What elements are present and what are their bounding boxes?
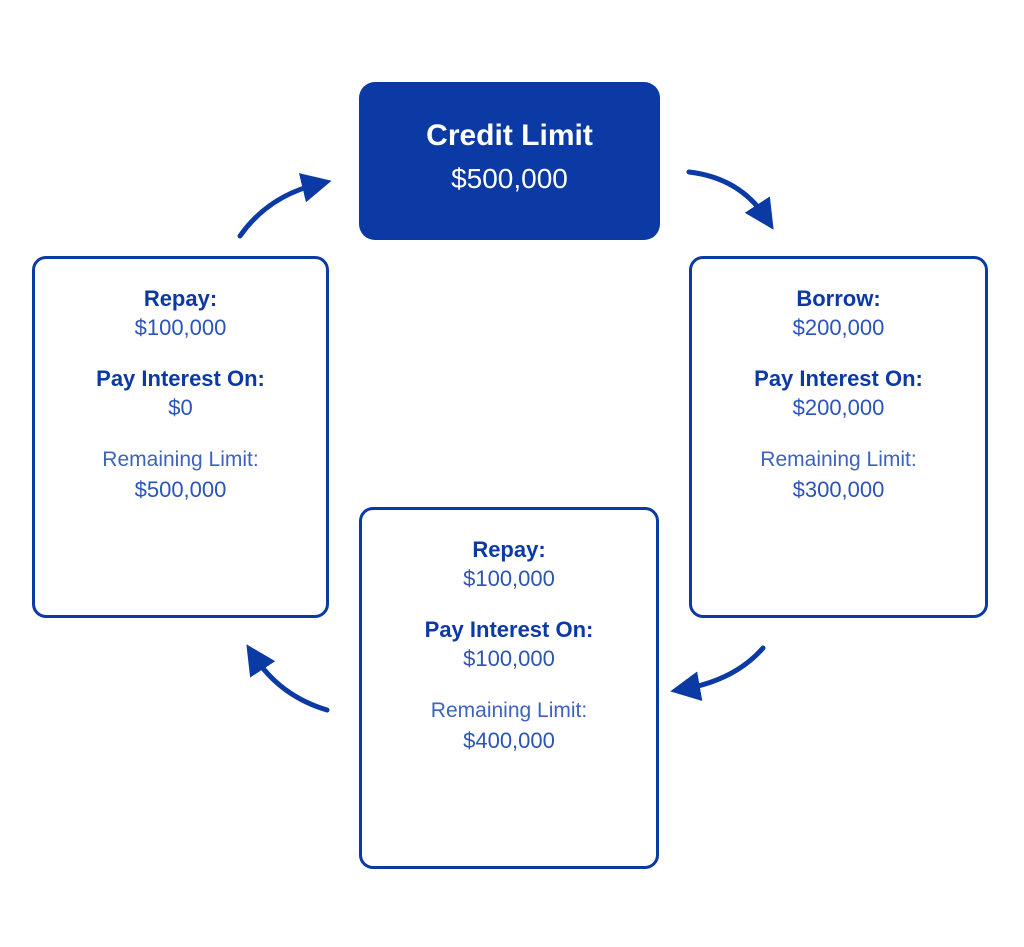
credit-limit-box: Credit Limit $500,000	[359, 82, 660, 240]
remaining-group: Remaining Limit: $300,000	[692, 445, 985, 505]
repay-group: Repay: $100,000	[362, 536, 656, 594]
remaining-label: Remaining Limit:	[430, 699, 588, 722]
interest-label: Pay Interest On:	[96, 366, 265, 391]
interest-amount: $100,000	[463, 646, 555, 671]
interest-group: Pay Interest On: $200,000	[692, 365, 985, 423]
remaining-amount: $300,000	[792, 477, 885, 502]
remaining-group: Remaining Limit: $400,000	[362, 696, 656, 756]
interest-group: Pay Interest On: $0	[35, 365, 326, 423]
interest-amount: $200,000	[792, 395, 885, 420]
interest-label: Pay Interest On:	[424, 617, 594, 642]
curved-arrow-icon	[237, 173, 332, 239]
borrow-group: Borrow: $200,000	[692, 285, 985, 343]
repay-amount: $100,000	[134, 315, 227, 340]
curved-arrow-icon	[686, 169, 774, 230]
full-repay-step-card: Repay: $100,000 Pay Interest On: $0 Rema…	[32, 256, 329, 618]
borrow-label: Borrow:	[796, 286, 881, 311]
remaining-group: Remaining Limit: $500,000	[35, 445, 326, 505]
borrow-amount: $200,000	[792, 315, 885, 340]
repay-label: Repay:	[143, 286, 218, 311]
interest-amount: $0	[168, 395, 193, 420]
curved-arrow-icon	[246, 644, 330, 713]
interest-label: Pay Interest On:	[754, 366, 923, 391]
remaining-label: Remaining Limit:	[102, 448, 259, 471]
borrow-step-card: Borrow: $200,000 Pay Interest On: $200,0…	[689, 256, 988, 618]
repay-label: Repay:	[472, 537, 546, 562]
repay-group: Repay: $100,000	[35, 285, 326, 343]
interest-group: Pay Interest On: $100,000	[362, 616, 656, 674]
remaining-label: Remaining Limit:	[760, 448, 917, 471]
credit-limit-value: $500,000	[451, 163, 568, 194]
remaining-amount: $500,000	[134, 477, 227, 502]
credit-limit-title: Credit Limit	[426, 119, 593, 152]
curved-arrow-icon	[670, 645, 766, 701]
repay-amount: $100,000	[463, 566, 555, 591]
partial-repay-step-card: Repay: $100,000 Pay Interest On: $100,00…	[359, 507, 659, 869]
remaining-amount: $400,000	[463, 728, 555, 753]
